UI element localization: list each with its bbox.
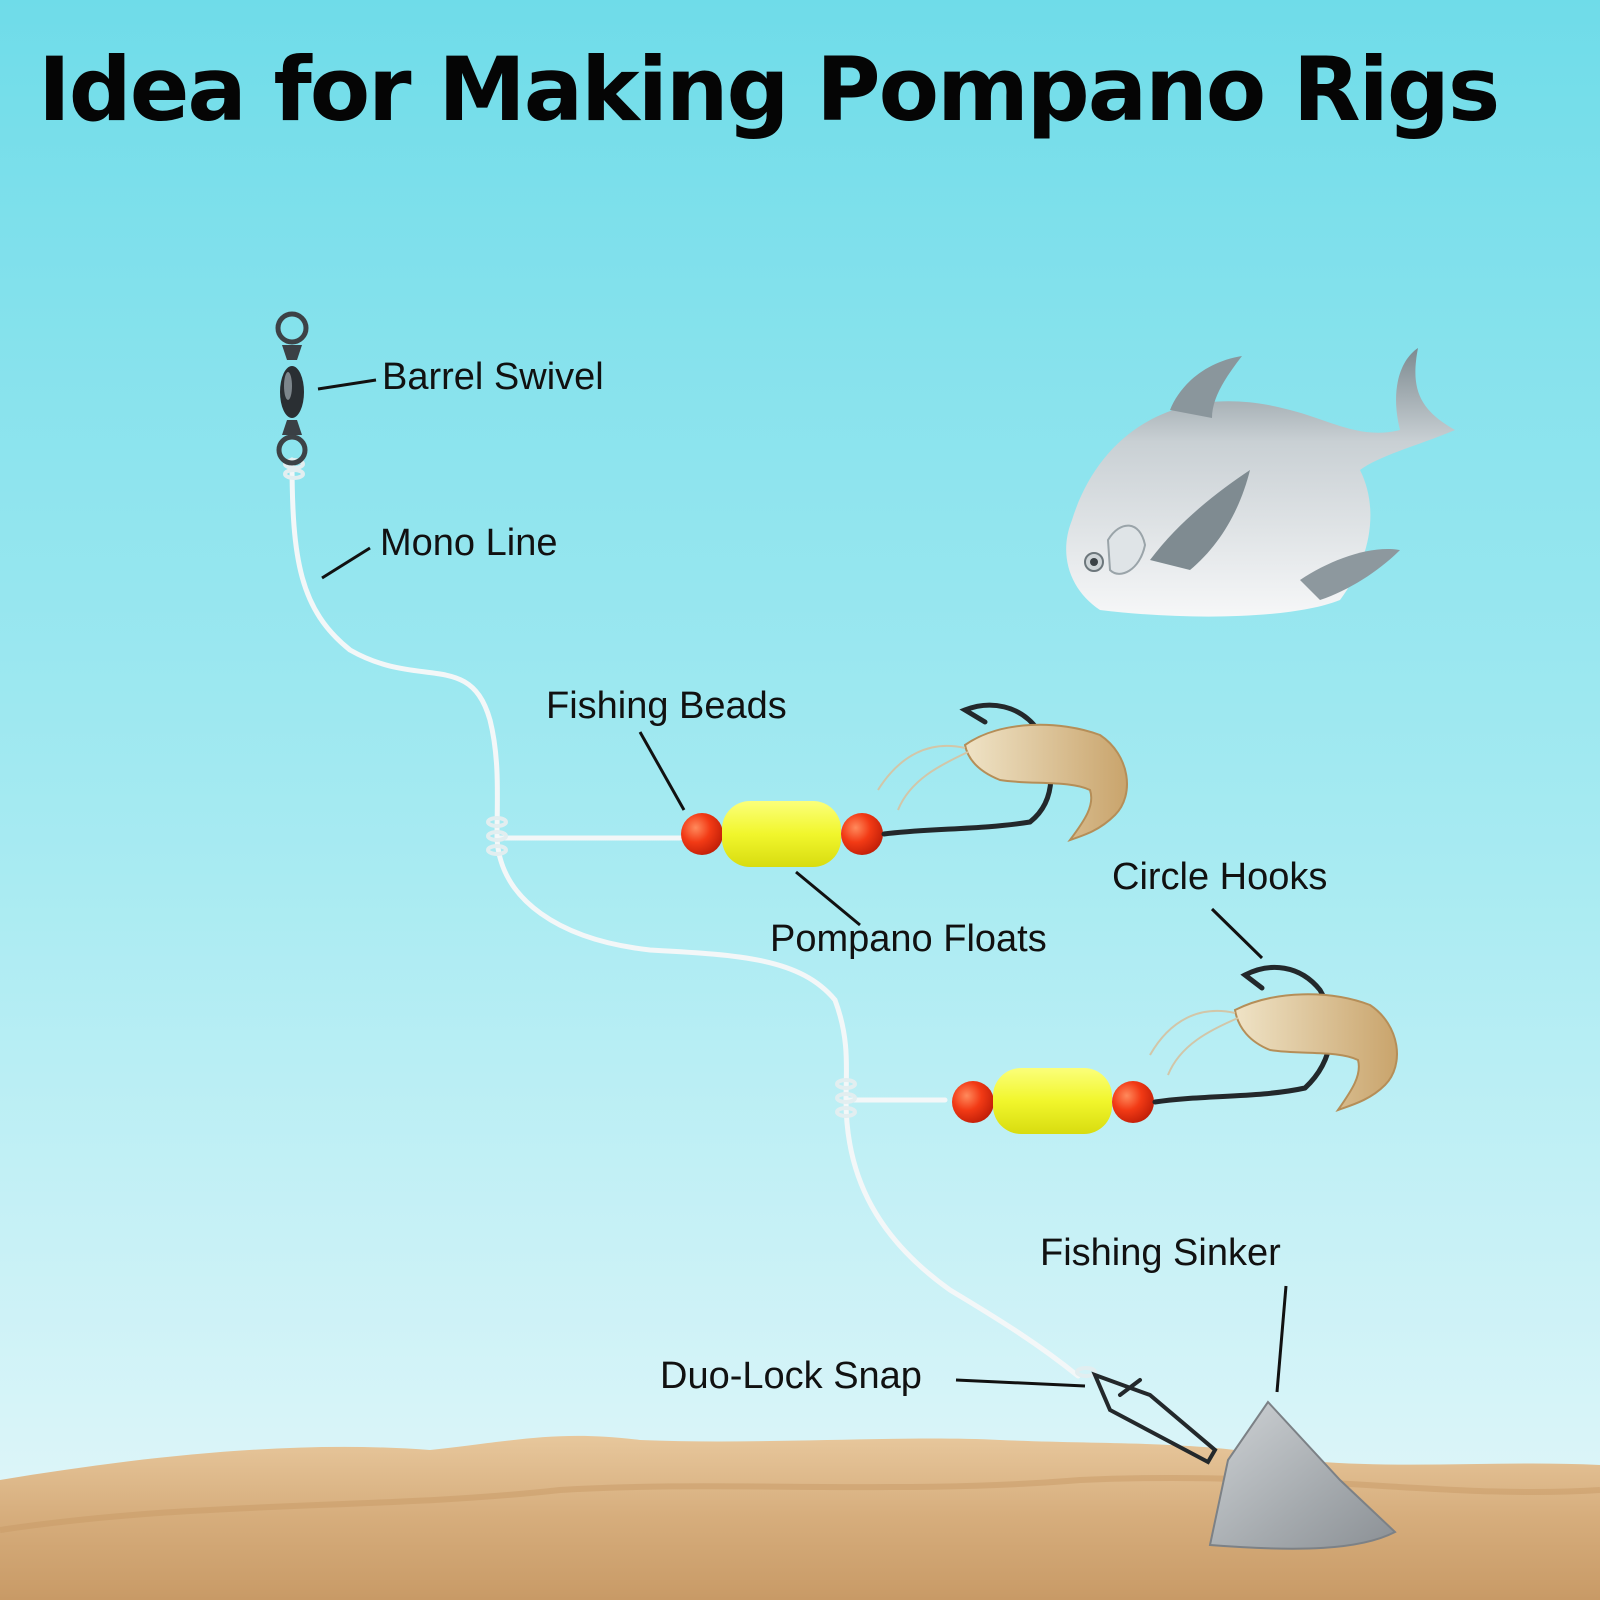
fishing-sinker bbox=[1208, 1400, 1397, 1550]
upper-rig bbox=[681, 702, 1128, 867]
label-barrel-swivel: Barrel Swivel bbox=[382, 356, 604, 398]
label-mono-line: Mono Line bbox=[380, 522, 558, 564]
page-title: Idea for Making Pompano Rigs bbox=[38, 38, 1500, 141]
label-circle-hooks: Circle Hooks bbox=[1112, 856, 1328, 898]
mono-line bbox=[289, 457, 1081, 1379]
lower-rig bbox=[952, 964, 1398, 1134]
shrimp-bait bbox=[1233, 993, 1398, 1112]
shrimp-bait bbox=[963, 723, 1128, 842]
label-pompano-floats: Pompano Floats bbox=[770, 918, 1047, 960]
label-duo-lock-snap: Duo-Lock Snap bbox=[660, 1355, 922, 1397]
sand-ridge bbox=[0, 1474, 1600, 1533]
duo-lock-snap bbox=[1091, 1371, 1218, 1465]
pompano-fish bbox=[1066, 348, 1455, 617]
label-fishing-beads: Fishing Beads bbox=[546, 685, 787, 727]
line-knots bbox=[283, 458, 1097, 1378]
barrel-swivel bbox=[275, 311, 309, 466]
label-fishing-sinker: Fishing Sinker bbox=[1040, 1232, 1281, 1274]
leader-lines bbox=[317, 378, 1288, 1393]
